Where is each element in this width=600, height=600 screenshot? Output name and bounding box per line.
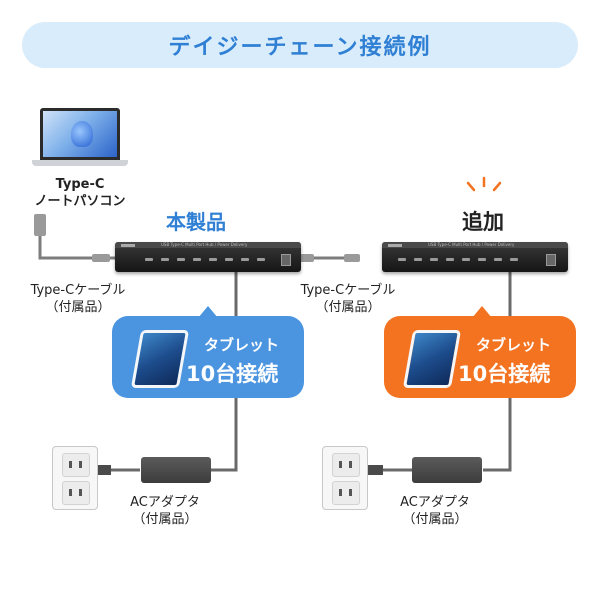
hub-port [145,258,153,261]
cable-mid-line1: Type-Cケーブル [300,283,396,298]
cable-mid-line2: （付属品） [315,300,381,315]
cable-left-label: Type-Cケーブル （付属品） [8,282,148,316]
outlet-socket [332,453,360,477]
wall-outlet-icon [52,446,98,510]
adapter-right-line2: （付属品） [402,512,468,527]
hub-logo [121,244,135,247]
outlet-slot [79,489,82,496]
hub-print-text: USB Type-C Multi Port Hub / Power Delive… [161,242,248,247]
hub-port [478,258,486,261]
hub-port [510,258,518,261]
outlet-slot [339,489,342,496]
hub-port [494,258,502,261]
adapter-left-line1: ACアダプタ [130,495,200,510]
tablet-icon [130,330,190,388]
hub-port [209,258,217,261]
main-product-label: 本製品 [166,210,226,234]
hub-port [398,258,406,261]
outlet-slot [69,461,72,468]
hub-port [414,258,422,261]
tablet-screen [134,333,186,385]
outlet-slot [339,461,342,468]
title-banner: デイジーチェーン接続例 [22,22,578,68]
callout-right-tail [472,306,492,318]
hub-port [430,258,438,261]
spark-icon [466,176,502,192]
callout-left-line1: タブレット [204,336,280,354]
tablet-icon-right [402,330,462,388]
laptop-base [32,160,128,166]
hub-port [446,258,454,261]
laptop-label-line1: Type-C [55,177,105,192]
adapter-right-label: ACアダプタ （付属品） [370,494,500,528]
outlet-slot [349,461,352,468]
hub-top-panel [382,242,568,248]
type-c-plug-left-top [34,214,46,236]
callout-left-line2: 10台接続 [186,362,279,386]
hub-power-switch [546,254,556,266]
type-c-plug-mid-right [344,254,360,262]
laptop-screen [40,108,120,160]
callout-left-tail [198,306,218,318]
wall-outlet-icon-right [322,446,368,510]
hub-top-panel [115,242,301,248]
laptop-label-line2: ノートパソコン [34,194,126,209]
outlet-slot [79,461,82,468]
hub-port [257,258,265,261]
cable-mid-label: Type-Cケーブル （付属品） [278,282,418,316]
hub-power-switch [281,254,291,266]
tablet-screen [406,333,458,385]
added-product-label: 追加 [462,210,504,234]
cable-left-line1: Type-Cケーブル [30,283,126,298]
laptop-icon [32,108,128,166]
hub-port [225,258,233,261]
laptop-display [43,111,117,157]
laptop-label: Type-C ノートパソコン [0,176,160,210]
adapter-left-line2: （付属品） [132,512,198,527]
hub-print-text: USB Type-C Multi Port Hub / Power Delive… [428,242,515,247]
hub-port [161,258,169,261]
cable-left-line2: （付属品） [45,300,111,315]
outlet-socket [332,481,360,505]
adapter-right-line1: ACアダプタ [400,495,470,510]
ac-adapter-icon [141,457,211,483]
outlet-slot [69,489,72,496]
outlet-slot [349,489,352,496]
windows-logo-icon [71,121,93,147]
ac-adapter-icon-right [412,457,482,483]
hub-logo [388,244,402,247]
page-title: デイジーチェーン接続例 [168,35,432,60]
outlet-socket [62,481,90,505]
callout-right-line1: タブレット [476,336,552,354]
type-c-plug-left-side [92,254,110,262]
hub-port [241,258,249,261]
callout-right-line2: 10台接続 [458,362,551,386]
usb-hub-icon: USB Type-C Multi Port Hub / Power Delive… [115,242,301,272]
outlet-socket [62,453,90,477]
hub-port [177,258,185,261]
usb-hub-icon-added: USB Type-C Multi Port Hub / Power Delive… [382,242,568,272]
hub-port [193,258,201,261]
adapter-left-label: ACアダプタ （付属品） [100,494,230,528]
hub-port [462,258,470,261]
